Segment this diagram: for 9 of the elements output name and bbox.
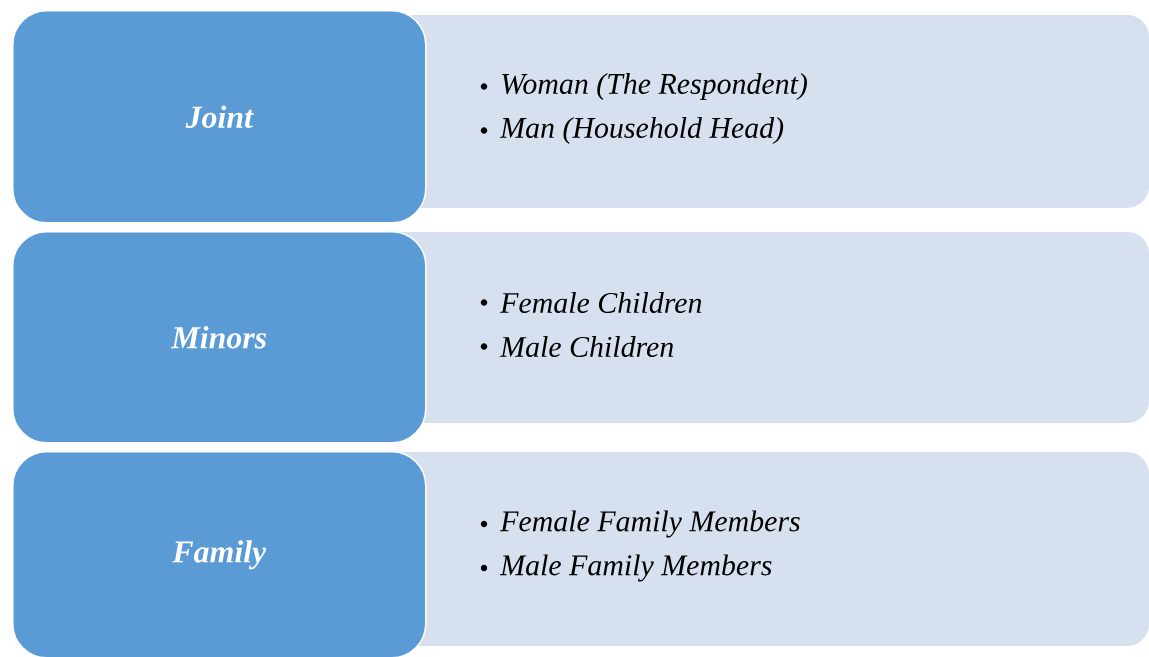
category-box: Family <box>12 451 427 657</box>
list-item: Male Family Members <box>480 554 772 582</box>
list-item: Male Children <box>480 336 674 357</box>
list-item: Female Children <box>480 292 702 313</box>
list-item: Man (Household Head) <box>480 116 784 145</box>
category-box: Joint <box>12 10 427 224</box>
list-item: Woman (The Respondent) <box>480 72 807 101</box>
category-box: Minors <box>12 231 427 444</box>
list-item: Female Family Members <box>480 510 800 538</box>
